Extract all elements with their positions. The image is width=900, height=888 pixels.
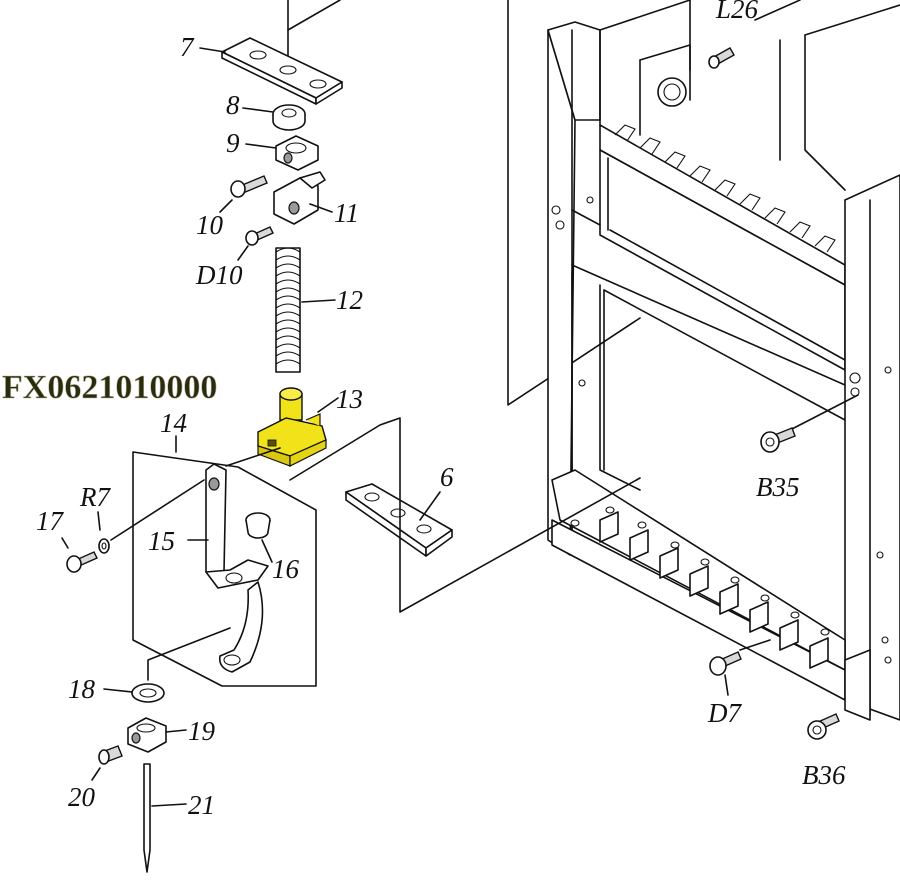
highlighted-part-13-icon[interactable] bbox=[257, 387, 339, 467]
label-d10: D10 bbox=[195, 260, 243, 290]
plate-7-icon bbox=[199, 0, 343, 105]
clamp-19-icon bbox=[127, 717, 187, 753]
washer-8-icon bbox=[242, 104, 306, 131]
cabinet-frame bbox=[507, 0, 900, 721]
label-7: 7 bbox=[180, 32, 195, 62]
screw-20-icon bbox=[91, 745, 123, 781]
label-18: 18 bbox=[68, 674, 96, 704]
label-21: 21 bbox=[188, 790, 215, 820]
screw-d7-icon bbox=[709, 639, 771, 696]
screw-b35-icon bbox=[760, 427, 796, 453]
label-17: 17 bbox=[36, 506, 65, 536]
label-16: 16 bbox=[272, 554, 300, 584]
screw-d10-icon bbox=[237, 226, 274, 261]
label-19: 19 bbox=[188, 716, 216, 746]
spring-12-icon bbox=[275, 247, 336, 373]
label-11: 11 bbox=[334, 198, 359, 228]
label-b36: B36 bbox=[802, 760, 846, 790]
label-15: 15 bbox=[148, 526, 175, 556]
block-11-icon bbox=[273, 171, 333, 225]
label-r7: R7 bbox=[79, 482, 111, 512]
part-labels: 7 8 9 10 11 D10 12 13 14 15 16 17 R7 18 … bbox=[36, 0, 846, 820]
screw-b36-icon bbox=[807, 713, 840, 740]
label-20: 20 bbox=[68, 782, 96, 812]
label-d7: D7 bbox=[707, 698, 742, 728]
label-10: 10 bbox=[196, 210, 224, 240]
label-9: 9 bbox=[226, 128, 240, 158]
needle-21-icon bbox=[143, 763, 187, 873]
collar-9-icon bbox=[245, 135, 319, 171]
washer-18-icon bbox=[103, 683, 165, 703]
assembly-14-box bbox=[132, 435, 317, 687]
screw-10-icon bbox=[219, 175, 268, 213]
plate-6-icon bbox=[289, 417, 641, 613]
label-6: 6 bbox=[440, 462, 454, 492]
label-12: 12 bbox=[336, 285, 363, 315]
label-14: 14 bbox=[160, 408, 187, 438]
part-code-label: FX0621010000 bbox=[2, 369, 217, 406]
washer-r7-icon bbox=[97, 511, 110, 554]
label-8: 8 bbox=[226, 90, 240, 120]
label-13: 13 bbox=[336, 384, 363, 414]
screw-l26-icon bbox=[708, 47, 735, 69]
label-l26: L26 bbox=[715, 0, 759, 24]
cap-16-icon bbox=[245, 512, 273, 563]
screw-17-icon bbox=[61, 537, 98, 573]
presser-15-icon bbox=[187, 463, 269, 673]
label-b35: B35 bbox=[756, 472, 800, 502]
